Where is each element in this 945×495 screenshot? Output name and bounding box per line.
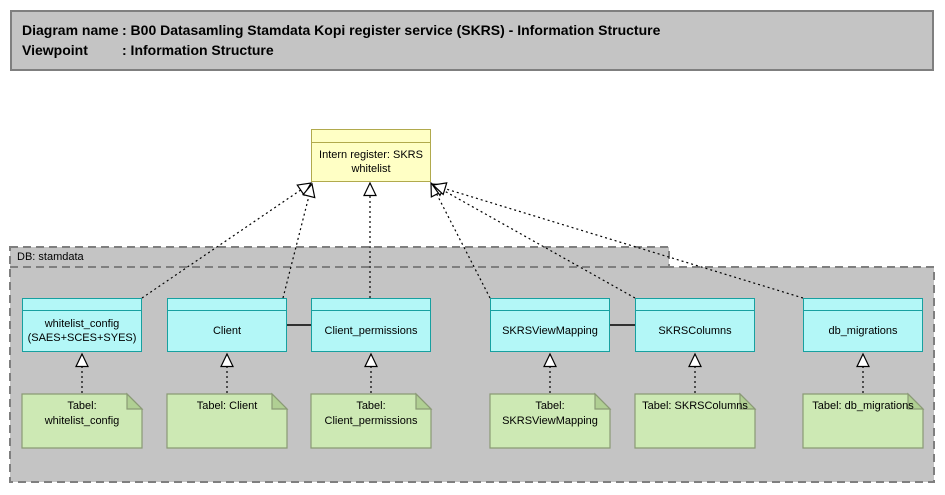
note-tabel-db-migrations: Tabel: db_migrations <box>812 400 914 412</box>
entity-header-compartment <box>168 299 286 311</box>
note-tabel-client: Tabel: Client <box>196 400 258 412</box>
entity-whitelist-config: whitelist_config (SAES+SCES+SYES) <box>22 298 142 352</box>
note-shape-client-permissions <box>310 393 432 449</box>
diagram-name-label: Diagram name <box>22 22 119 38</box>
entity-client: Client <box>167 298 287 352</box>
entity-header-compartment <box>491 299 609 311</box>
entity-header-compartment <box>804 299 922 311</box>
note-fold-skrscolumns <box>739 392 757 410</box>
note-tabel-skrsviewmapping: Tabel: SKRSViewMapping <box>502 400 598 427</box>
diagram-name-row: Diagram name : B00 Datasamling Stamdata … <box>22 20 922 40</box>
note-fold-whitelist-config <box>126 392 144 410</box>
diagram-info-panel: Diagram name : B00 Datasamling Stamdata … <box>10 10 934 71</box>
note-tabel-client-permissions: Tabel: Client_permissions <box>324 400 418 427</box>
entity-db-migrations: db_migrations <box>803 298 923 352</box>
entity-header-compartment <box>636 299 754 311</box>
note-shape-skrscolumns <box>634 393 756 449</box>
entity-skrsviewmapping: SKRSViewMapping <box>490 298 610 352</box>
register-node-label: Intern register: SKRS whitelist <box>319 149 423 175</box>
note-shape-whitelist-config <box>21 393 143 449</box>
entity-label: db_migrations <box>828 325 898 337</box>
diagram-name-value: : B00 Datasamling Stamdata Kopi register… <box>122 22 661 38</box>
db-stamdata-container-shape <box>9 246 935 483</box>
connector-whitelist-config-to-register <box>141 182 313 299</box>
node-intern-register-skrs-whitelist: Intern register: SKRS whitelist <box>311 129 431 182</box>
note-shapes <box>21 392 925 449</box>
entity-label: SKRSViewMapping <box>502 325 598 337</box>
db-stamdata-label: DB: stamdata <box>17 251 84 263</box>
note-fold-db-migrations <box>907 392 925 410</box>
entity-header-compartment <box>23 299 141 311</box>
entity-client-permissions: Client_permissions <box>311 298 431 352</box>
note-shape-skrsviewmapping <box>489 393 611 449</box>
register-node-header-compartment <box>312 130 430 143</box>
note-shape-db-migrations <box>802 393 924 449</box>
viewpoint-label: Viewpoint <box>22 42 88 58</box>
viewpoint-row: Viewpoint : Information Structure <box>22 40 922 60</box>
entity-skrscolumns: SKRSColumns <box>635 298 755 352</box>
note-tabel-whitelist-config: Tabel: whitelist_config <box>44 400 120 427</box>
entity-label: Client <box>212 325 242 337</box>
note-tabel-skrscolumns: Tabel: SKRSColumns <box>642 400 748 412</box>
note-fold-skrsviewmapping <box>594 392 612 410</box>
connector-skrsviewmapping-to-register <box>430 181 491 299</box>
note-shape-client <box>166 393 288 449</box>
entity-header-compartment <box>312 299 430 311</box>
note-fold-client-permissions <box>415 392 433 410</box>
note-fold-client <box>271 392 289 410</box>
entity-label: Client_permissions <box>324 325 418 337</box>
viewpoint-value: : Information Structure <box>122 42 274 58</box>
connector-skrscolumns-to-register <box>430 183 636 299</box>
entity-label: SKRSColumns <box>658 325 732 337</box>
entity-label: whitelist_config (SAES+SCES+SYES) <box>27 318 137 344</box>
